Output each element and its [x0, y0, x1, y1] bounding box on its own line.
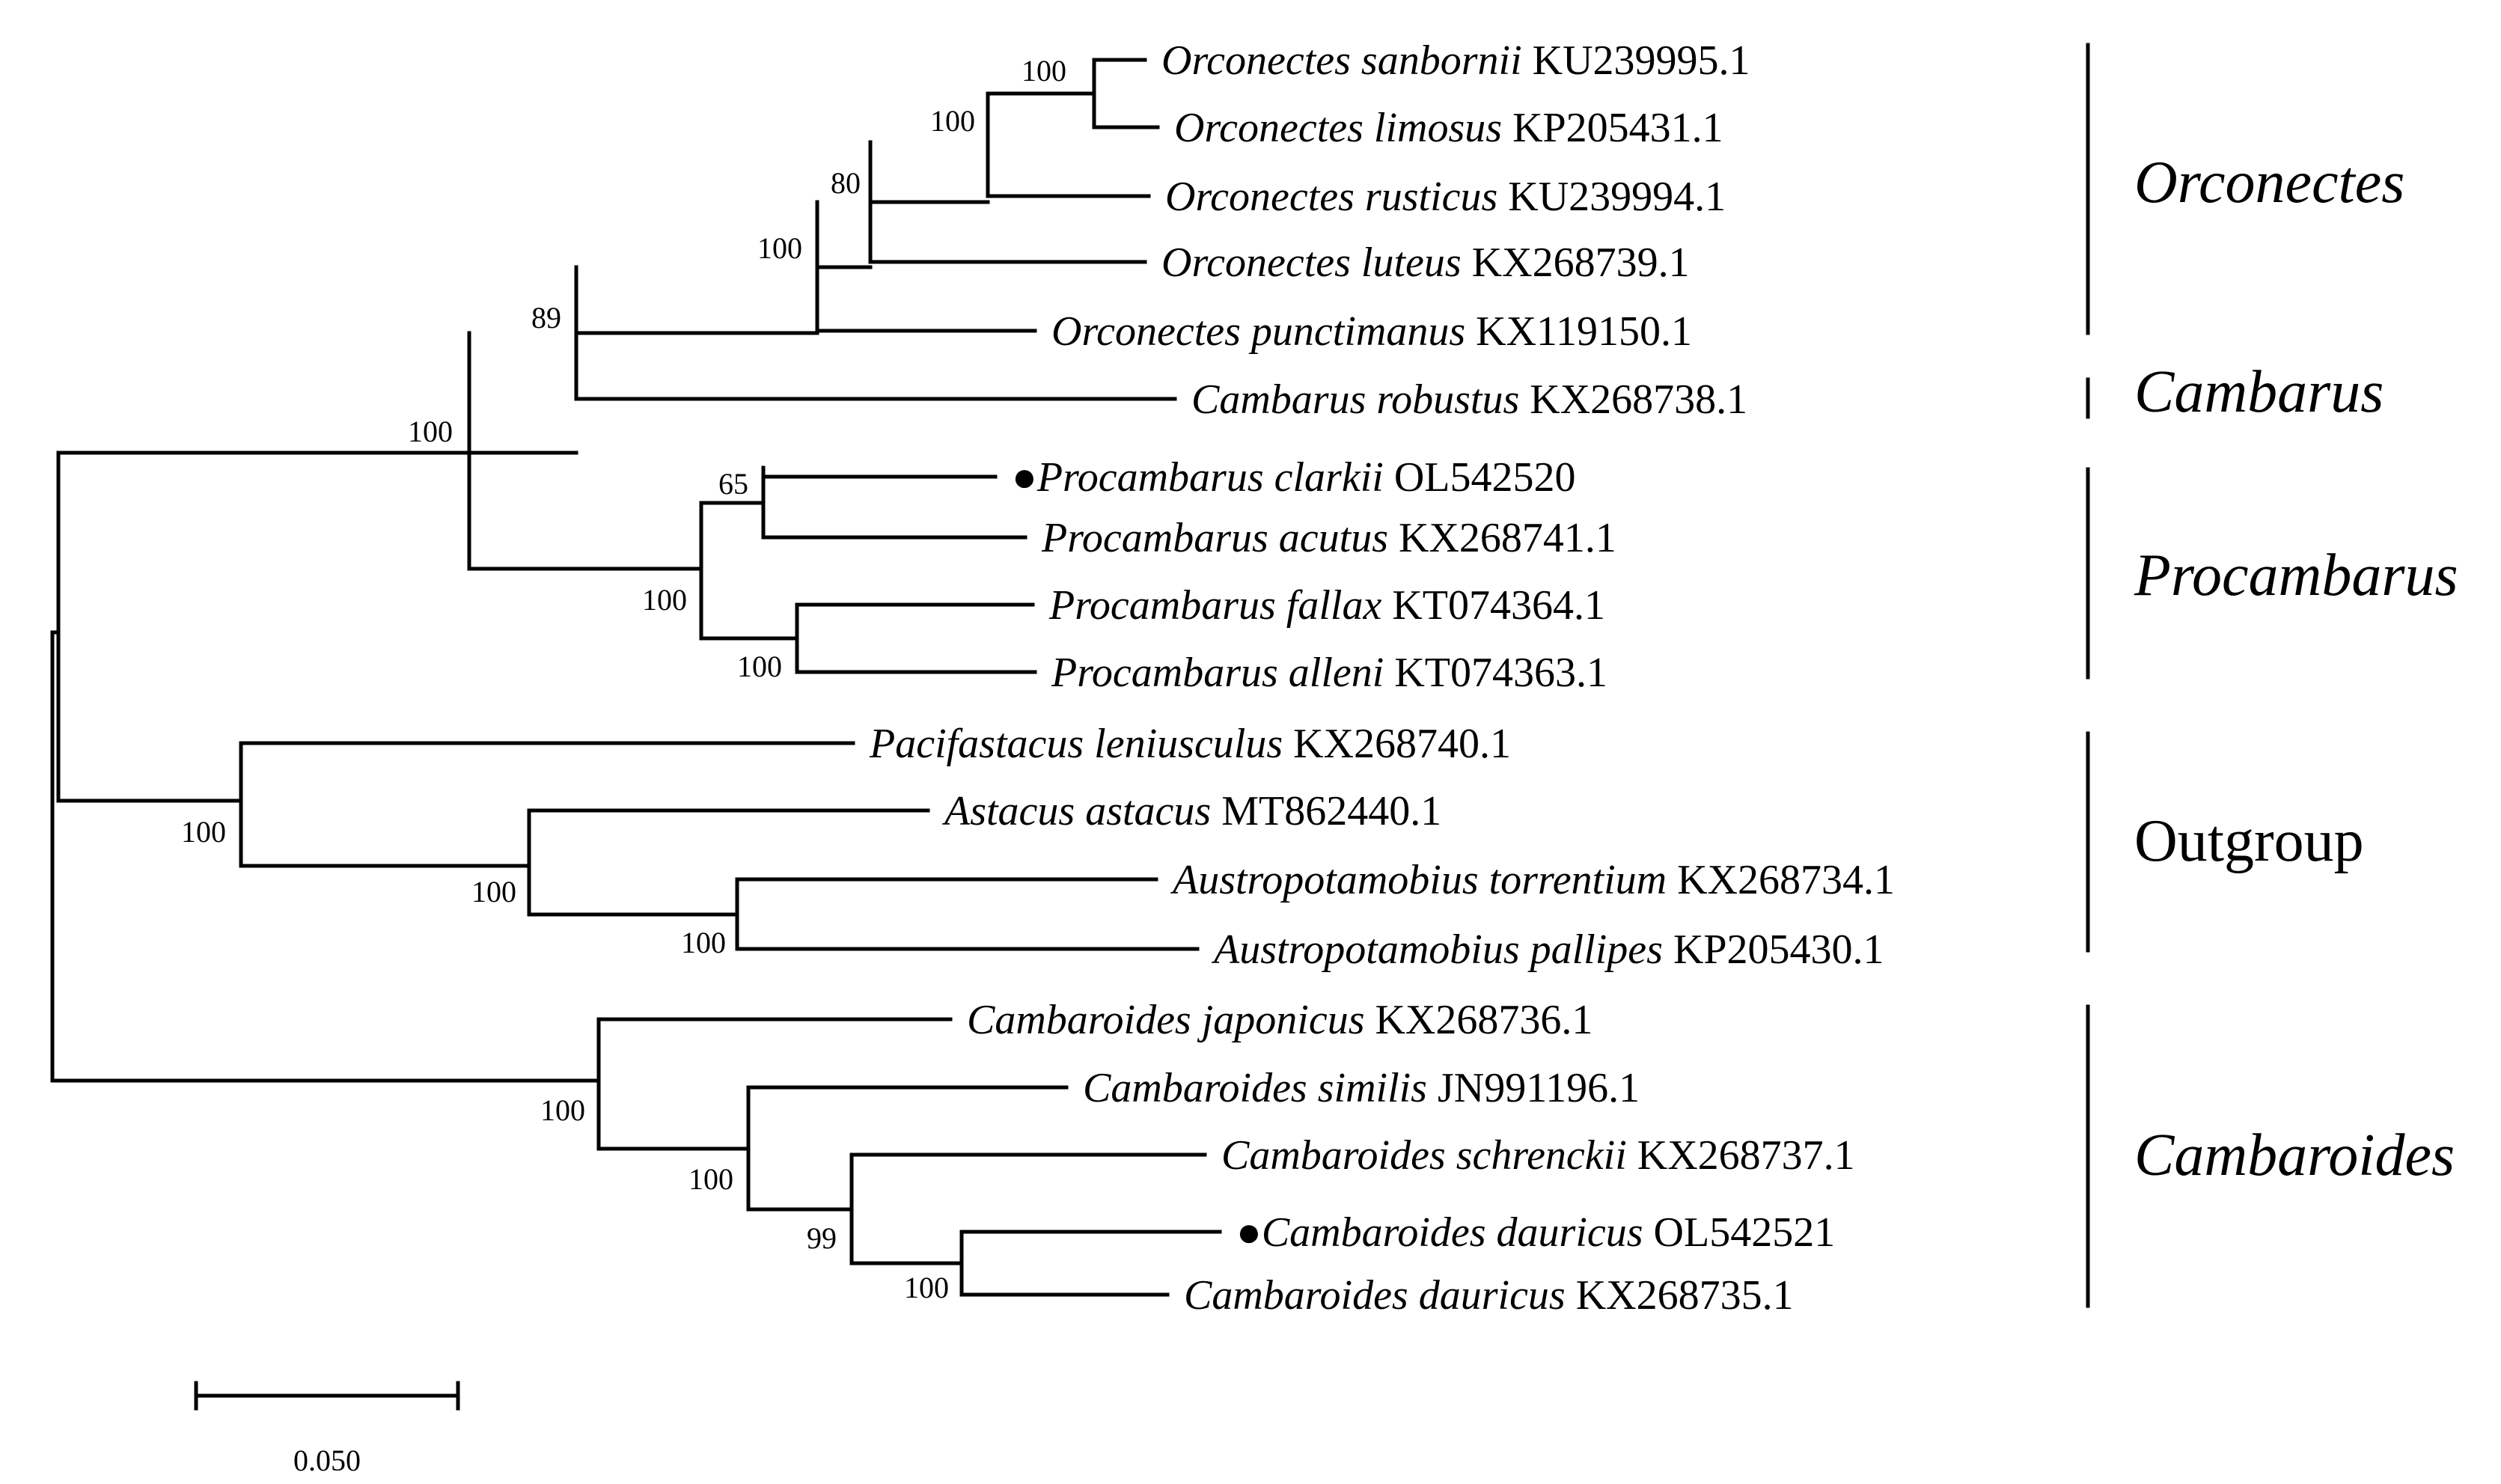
taxon-label: Cambaroides schrenckii KX268737.1 [1221, 1132, 1855, 1179]
taxon-species: Cambarus robustus [1191, 376, 1519, 423]
taxon-accession: KT074364.1 [1381, 582, 1605, 629]
clade-label: Cambaroides [2134, 1123, 2455, 1188]
taxon-species: Orconectes limosus [1174, 105, 1502, 151]
taxon-accession: MT862440.1 [1211, 788, 1441, 834]
bootstrap-value: 100 [408, 415, 453, 448]
taxon-species: Austropotamobius torrentium [1170, 857, 1667, 903]
bootstrap-value: 100 [181, 815, 226, 849]
scale-bar-label: 0.050 [293, 1444, 361, 1477]
taxon-accession: JN991196.1 [1427, 1065, 1640, 1111]
taxon-label: Orconectes luteus KX268739.1 [1161, 239, 1690, 286]
taxon-label: Orconectes limosus KP205431.1 [1174, 105, 1723, 151]
taxon-label: Orconectes rusticus KU239994.1 [1165, 174, 1726, 220]
taxon-accession: KX268739.1 [1462, 239, 1690, 286]
sequenced-sample-marker: ● [1012, 454, 1037, 501]
taxon-label: Cambaroides dauricus KX268735.1 [1184, 1272, 1794, 1319]
taxon-accession: KX268740.1 [1283, 721, 1511, 767]
clade-label: Procambarus [2134, 543, 2458, 608]
bootstrap-value: 99 [807, 1221, 837, 1255]
taxon-species: Orconectes punctimanus [1051, 308, 1465, 355]
taxon-label: Procambarus alleni KT074363.1 [1051, 650, 1607, 696]
taxon-species: Cambaroides dauricus [1262, 1209, 1643, 1256]
taxon-label: Procambarus acutus KX268741.1 [1041, 515, 1616, 561]
bootstrap-value: 100 [904, 1271, 949, 1304]
bootstrap-value: 89 [531, 301, 561, 335]
taxon-species: Procambarus clarkii [1036, 454, 1384, 501]
taxon-accession: KX268741.1 [1388, 515, 1616, 561]
bootstrap-value: 100 [540, 1093, 585, 1127]
taxon-accession: OL542520 [1384, 454, 1576, 501]
bootstrap-values: 100 100 80 100 89 100 65 100 100 100 100 100 100 100 9… [181, 54, 1066, 1304]
taxon-species: Procambarus fallax [1048, 582, 1381, 629]
taxon-label: Procambarus fallax KT074364.1 [1048, 582, 1605, 629]
taxon-label: Orconectes sanbornii KU239995.1 [1161, 37, 1750, 84]
bootstrap-value: 100 [1022, 54, 1066, 88]
taxon-accession: OL542521 [1643, 1209, 1836, 1256]
taxon-species: Procambarus alleni [1051, 650, 1384, 696]
clade-label: Outgroup [2134, 808, 2364, 874]
bootstrap-value: 100 [757, 231, 802, 265]
taxon-accession: KX268735.1 [1566, 1272, 1794, 1319]
taxon-accession: KU239994.1 [1497, 174, 1726, 220]
taxon-accession: KX268734.1 [1667, 857, 1895, 903]
taxon-label: Austropotamobius torrentium KX268734.1 [1170, 857, 1895, 903]
taxon-accession: KT074363.1 [1384, 650, 1607, 696]
taxon-species: Pacifastacus leniusculus [869, 721, 1283, 767]
clade-brackets: OrconectesCambarusProcambarusOutgroupCam… [2086, 43, 2458, 1308]
bootstrap-value: 65 [718, 467, 748, 501]
taxon-accession: KX268737.1 [1627, 1132, 1855, 1179]
clade-label: Cambarus [2134, 359, 2384, 425]
taxon-label: Astacus astacus MT862440.1 [941, 788, 1441, 834]
taxon-species: Astacus astacus [941, 788, 1211, 834]
taxon-accession: KU239995.1 [1522, 37, 1750, 84]
taxon-species: Orconectes rusticus [1165, 174, 1497, 220]
taxon-label: Cambaroides similis JN991196.1 [1083, 1065, 1640, 1111]
taxon-accession: KX119150.1 [1465, 308, 1692, 355]
taxon-accession: KX268736.1 [1364, 997, 1592, 1043]
taxon-label: Pacifastacus leniusculus KX268740.1 [869, 721, 1511, 767]
bootstrap-value: 100 [642, 583, 687, 617]
sequenced-sample-marker: ● [1236, 1209, 1262, 1256]
taxon-labels: Orconectes sanbornii KU239995.1Orconecte… [869, 37, 1895, 1319]
tree-branches [50, 58, 1222, 1297]
clade-label: Orconectes [2134, 150, 2404, 216]
scale-bar: 0.050 [194, 1381, 460, 1477]
taxon-label: ●Procambarus clarkii OL542520 [1012, 454, 1575, 501]
taxon-accession: KP205431.1 [1502, 105, 1723, 151]
taxon-species: Procambarus acutus [1041, 515, 1388, 561]
taxon-species: Orconectes luteus [1161, 239, 1462, 286]
taxon-label: Cambarus robustus KX268738.1 [1191, 376, 1747, 423]
taxon-label: Cambaroides japonicus KX268736.1 [967, 997, 1592, 1043]
taxon-species: Cambaroides schrenckii [1221, 1132, 1627, 1179]
taxon-label: Austropotamobius pallipes KP205430.1 [1211, 926, 1884, 973]
bootstrap-value: 100 [688, 1162, 733, 1196]
taxon-species: Cambaroides similis [1083, 1065, 1427, 1111]
taxon-accession: KP205430.1 [1663, 926, 1884, 973]
taxon-label: Orconectes punctimanus KX119150.1 [1051, 308, 1692, 355]
taxon-species: Austropotamobius pallipes [1211, 926, 1663, 973]
bootstrap-value: 80 [831, 166, 861, 200]
taxon-species: Orconectes sanbornii [1161, 37, 1522, 84]
bootstrap-value: 100 [930, 104, 975, 138]
bootstrap-value: 100 [471, 875, 516, 909]
bootstrap-value: 100 [737, 650, 782, 683]
taxon-species: Cambaroides japonicus [967, 997, 1364, 1043]
taxon-label: ●Cambaroides dauricus OL542521 [1236, 1209, 1835, 1256]
bootstrap-value: 100 [681, 926, 726, 959]
taxon-species: Cambaroides dauricus [1184, 1272, 1566, 1319]
taxon-accession: KX268738.1 [1519, 376, 1747, 423]
